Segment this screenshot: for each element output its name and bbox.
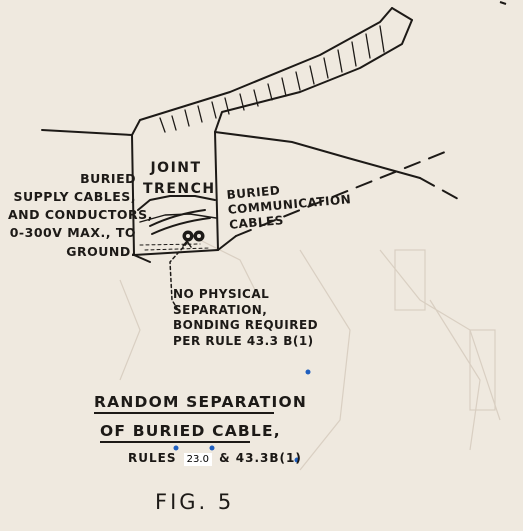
no-separation-label: NO PHYSICAL SEPARATION, BONDING REQUIRED… bbox=[173, 287, 319, 348]
background-bleed-through bbox=[119, 239, 501, 471]
trench-box bbox=[131, 131, 237, 263]
figure-number: FIG. 5 bbox=[155, 490, 235, 514]
figure-title-line-1: RANDOM SEPARATION bbox=[94, 393, 308, 411]
rules-reference: RULES 23.0 & 43.3B(1) bbox=[128, 451, 302, 466]
dashed-edges bbox=[235, 151, 461, 237]
annotation-markers bbox=[173, 369, 311, 463]
trench-perspective bbox=[131, 7, 413, 136]
leader-line bbox=[169, 239, 192, 311]
rules-suffix: & 43.3B(1) bbox=[219, 451, 302, 465]
rules-value-field: 23.0 bbox=[183, 453, 212, 466]
corner-mark bbox=[499, 1, 507, 5]
joint-trench-label: JOINT TRENCH bbox=[143, 160, 216, 197]
title-underline-2 bbox=[100, 441, 250, 443]
title-underline-1 bbox=[94, 412, 274, 414]
ground-surface bbox=[41, 129, 421, 179]
figure-title-line-2: OF BURIED CABLE, bbox=[100, 422, 281, 440]
rules-prefix: RULES bbox=[128, 451, 177, 465]
supply-cables-label: BURIED SUPPLY CABLES, AND CONDUCTORS, 0-… bbox=[8, 171, 153, 259]
